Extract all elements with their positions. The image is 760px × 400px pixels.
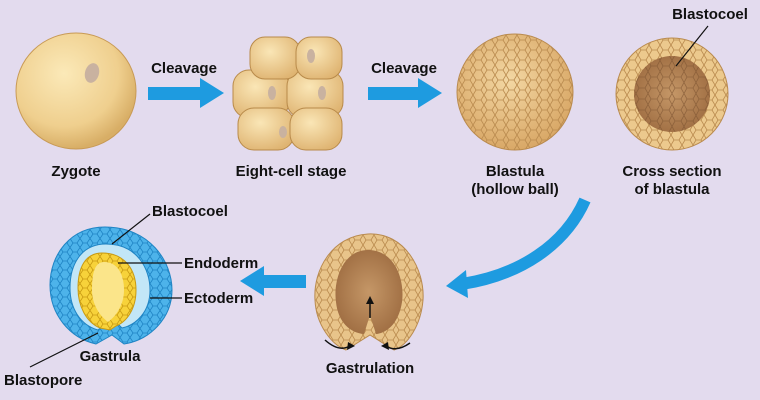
leader-lines: [29, 25, 709, 368]
blastopore-label: Blastopore: [4, 372, 83, 389]
gastrula-label: Gastrula: [79, 348, 141, 365]
blastocoel-label-top: Blastocoel: [672, 6, 748, 23]
eight-cell-illustration: [232, 36, 344, 151]
zygote-illustration: [15, 32, 137, 150]
gastrula-arrow: [240, 266, 306, 296]
blastula-label-line2: (hollow ball): [471, 181, 559, 198]
gastrula-illustration: [49, 226, 173, 345]
zygote-label: Zygote: [51, 163, 101, 180]
gastrulation-illustration: [314, 233, 424, 351]
blastula-label-line1: Blastula: [485, 163, 545, 180]
cross-section-label-line1: Cross section: [622, 163, 722, 180]
eight-cell-label: Eight-cell stage: [235, 163, 347, 180]
ectoderm-label: Ectoderm: [184, 290, 254, 307]
blastocoel-label-gastrula: Blastocoel: [152, 203, 228, 220]
curved-arrow: [446, 197, 591, 298]
cleavage-label-2: Cleavage: [371, 60, 437, 77]
cleavage-label-1: Cleavage: [151, 60, 217, 77]
endoderm-label: Endoderm: [184, 255, 259, 272]
blastula-illustration: [456, 33, 574, 151]
cross-section-illustration: [615, 37, 729, 151]
cleavage-arrow-2: [368, 78, 442, 108]
cleavage-arrow-1: [148, 78, 224, 108]
cross-section-label-line2: of blastula: [634, 181, 710, 198]
gastrulation-label: Gastrulation: [325, 360, 415, 377]
